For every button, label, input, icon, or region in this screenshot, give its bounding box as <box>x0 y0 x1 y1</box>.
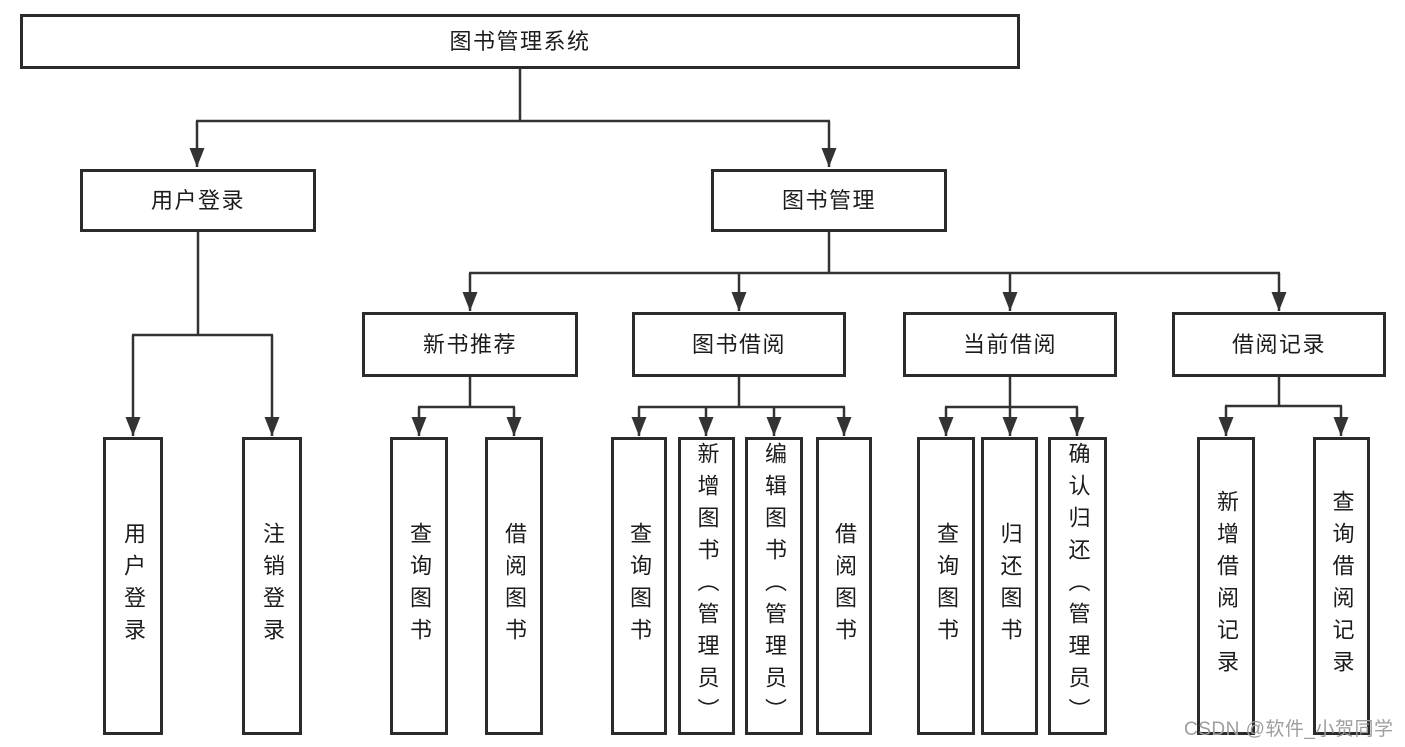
node-root-label: 图书管理系统 <box>449 28 591 54</box>
leaf-user-login: 用户登录 <box>103 437 163 735</box>
leaf-current-query: 查询图书 <box>917 437 975 735</box>
node-current-borrow-label: 当前借阅 <box>962 331 1057 357</box>
leaf-borrow-borrow-label: 借阅图书 <box>832 522 857 650</box>
connector-arrows <box>125 121 1349 436</box>
leaf-borrow-query: 查询图书 <box>611 437 667 735</box>
leaf-current-return: 归还图书 <box>981 437 1038 735</box>
connector-trunks <box>132 69 1342 409</box>
node-borrow-records: 借阅记录 <box>1172 312 1386 377</box>
leaf-current-confirm-admin-label: 确认归还（管理员） <box>1065 442 1091 730</box>
node-new-book-recommend-label: 新书推荐 <box>422 331 517 357</box>
node-current-borrow: 当前借阅 <box>903 312 1117 377</box>
leaf-records-add-label: 新增借阅记录 <box>1214 490 1239 682</box>
leaf-borrow-edit-admin: 编辑图书（管理员） <box>745 437 803 735</box>
leaf-current-confirm-admin: 确认归还（管理员） <box>1048 437 1107 735</box>
leaf-newbooks-borrow: 借阅图书 <box>485 437 543 735</box>
leaf-borrow-edit-admin-label: 编辑图书（管理员） <box>762 442 787 730</box>
node-book-borrow: 图书借阅 <box>632 312 846 377</box>
leaf-borrow-query-label: 查询图书 <box>627 522 652 650</box>
node-new-book-recommend: 新书推荐 <box>362 312 578 377</box>
leaf-borrow-add-admin: 新增图书（管理员） <box>678 437 735 735</box>
leaf-current-query-label: 查询图书 <box>934 522 959 650</box>
node-book-borrow-label: 图书借阅 <box>691 331 786 357</box>
leaf-newbooks-borrow-label: 借阅图书 <box>502 522 527 650</box>
leaf-records-query-label: 查询借阅记录 <box>1329 490 1355 682</box>
leaf-newbooks-query-label: 查询图书 <box>407 522 432 650</box>
leaf-borrow-add-admin-label: 新增图书（管理员） <box>694 442 720 730</box>
leaf-logout: 注销登录 <box>242 437 302 735</box>
node-borrow-records-label: 借阅记录 <box>1231 331 1326 357</box>
node-user-login: 用户登录 <box>80 169 316 232</box>
node-root: 图书管理系统 <box>20 14 1020 69</box>
watermark: CSDN @软件_小贺同学 <box>1184 719 1394 740</box>
leaf-newbooks-query: 查询图书 <box>390 437 448 735</box>
leaf-borrow-borrow: 借阅图书 <box>816 437 872 735</box>
leaf-logout-label: 注销登录 <box>260 522 285 650</box>
node-book-management-label: 图书管理 <box>781 187 876 213</box>
leaf-current-return-label: 归还图书 <box>997 522 1023 650</box>
leaf-records-add: 新增借阅记录 <box>1197 437 1255 735</box>
leaf-records-query: 查询借阅记录 <box>1313 437 1370 735</box>
leaf-user-login-label: 用户登录 <box>121 522 146 650</box>
node-book-management: 图书管理 <box>711 169 947 232</box>
node-user-login-label: 用户登录 <box>150 187 245 213</box>
